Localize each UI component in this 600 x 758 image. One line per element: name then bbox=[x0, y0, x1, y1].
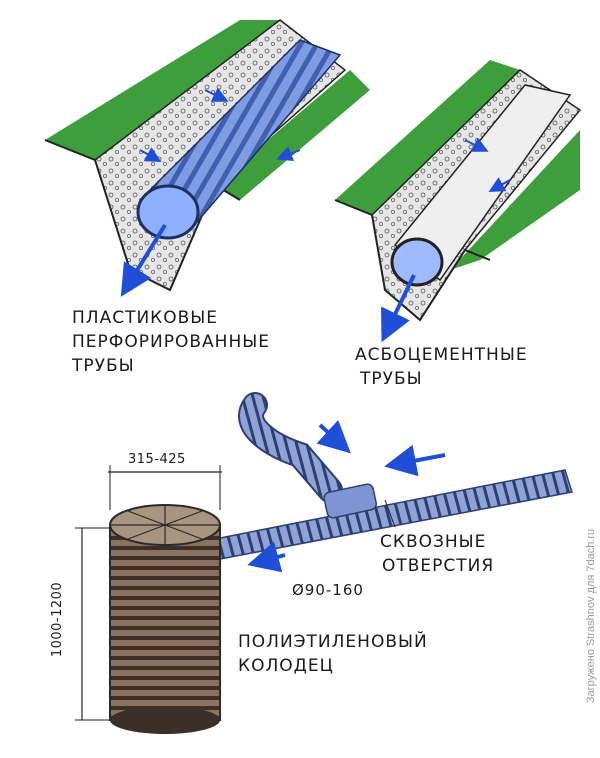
well-body bbox=[109, 524, 221, 721]
asbestos-pipes-label-1: АСБОЦЕМЕНТНЫЕ bbox=[355, 345, 528, 365]
pipe-opening bbox=[136, 184, 200, 240]
plastic-pipes-label-2: ПЕРФОРИРОВАННЫЕ bbox=[72, 332, 270, 352]
through-holes-label-2: ОТВЕРСТИЯ bbox=[382, 556, 495, 576]
pipe-opening bbox=[390, 237, 444, 287]
drainage-network bbox=[75, 392, 573, 734]
plastic-pipes-label-3: ТРУБЫ bbox=[72, 356, 135, 376]
plastic-trench bbox=[44, 19, 370, 297]
asbestos-trench bbox=[334, 60, 582, 343]
watermark: Загружено Strashnov для 7dach.ru bbox=[584, 528, 597, 704]
seep-arrow bbox=[204, 87, 229, 102]
water-flow-arrow bbox=[381, 274, 416, 343]
well-height-dimension: 1000-1200 bbox=[50, 581, 66, 658]
grass-strip-right bbox=[450, 130, 580, 270]
well-label-2: КОЛОДЕЦ bbox=[238, 656, 334, 676]
trench-outline bbox=[334, 199, 491, 322]
flow-arrow bbox=[384, 444, 446, 477]
seep-arrow bbox=[276, 146, 301, 161]
through-holes-label-1: СКВОЗНЫЕ bbox=[380, 532, 487, 552]
seep-arrow bbox=[139, 147, 162, 162]
tee-fitting bbox=[323, 483, 377, 519]
flow-arrow bbox=[316, 419, 351, 454]
branch-pipe bbox=[240, 394, 341, 501]
plastic-pipes-label-1: ПЛАСТИКОВЫЕ bbox=[72, 308, 219, 328]
flow-arrow bbox=[247, 541, 286, 573]
grass-strip-left bbox=[335, 60, 520, 215]
holes-leader-line bbox=[384, 499, 396, 528]
well-width-dimension: 315-425 bbox=[128, 452, 186, 467]
lid-spokes bbox=[110, 505, 220, 545]
asbestos-pipes-label-2: ТРУБЫ bbox=[360, 369, 423, 389]
well-bottom bbox=[110, 706, 220, 734]
seep-arrow bbox=[464, 137, 489, 152]
grass-strip-right bbox=[215, 70, 370, 200]
pipe-diameter-label: Ø90-160 bbox=[292, 581, 364, 599]
water-flow-arrow bbox=[120, 223, 167, 297]
seep-arrow bbox=[488, 177, 511, 192]
well-label-1: ПОЛИЭТИЛЕНОВЫЙ bbox=[238, 632, 428, 652]
grass-strip-left bbox=[45, 20, 280, 160]
